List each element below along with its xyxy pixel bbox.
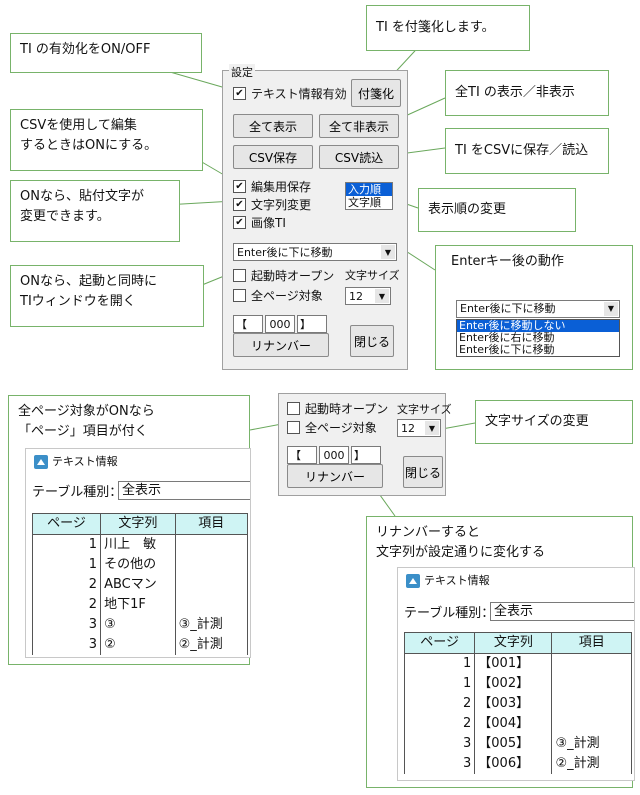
callout-enter-action: Enterキー後の動作 Enter後に下に移動 ▼ Enter後に移動しない E… <box>435 245 633 370</box>
renumber-button[interactable]: リナンバー <box>233 333 329 357</box>
callout-sort-change: 表示順の変更 <box>418 188 576 232</box>
hide-all-button[interactable]: 全て非表示 <box>319 114 399 138</box>
table-row[interactable]: 1【001】 <box>403 653 632 674</box>
enter-action-select[interactable]: Enter後に下に移動 ▼ <box>233 243 397 261</box>
chevron-down-icon: ▼ <box>381 245 395 259</box>
enter-option-no-move[interactable]: Enter後に移動しない <box>457 320 619 332</box>
sort-option-char-order[interactable]: 文字順 <box>348 196 381 209</box>
check-icon: ✔ <box>233 198 246 211</box>
col-header-item[interactable]: 項目 <box>174 513 249 535</box>
sort-option-input-order[interactable]: 入力順 <box>346 183 392 196</box>
table-row[interactable]: 3【006】②_計測 <box>403 754 632 774</box>
text-change-checkbox[interactable]: ✔文字列変更 <box>233 196 311 213</box>
table-kind-label: テーブル種別： <box>32 485 123 500</box>
col-header-text[interactable]: 文字列 <box>100 513 176 535</box>
chevron-down-icon: ▼ <box>375 289 389 303</box>
show-all-button[interactable]: 全て表示 <box>233 114 313 138</box>
startup-open-checkbox[interactable]: 起動時オープン <box>287 400 388 417</box>
close-button[interactable]: 閉じる <box>350 325 394 357</box>
callout-all-pages: 全ページ対象がONなら 「ページ」項目が付く テキスト情報 テーブル種別： 全表… <box>8 395 251 665</box>
text-info-enabled-checkbox[interactable]: ✔テキスト情報有効 <box>233 85 347 102</box>
settings-group-title: 設定 <box>229 64 255 80</box>
all-pages-checkbox[interactable]: 全ページ対象 <box>233 287 323 304</box>
suffix-field[interactable]: 】 <box>351 446 381 464</box>
callout-enable-ti: TI の有効化をON/OFF <box>10 33 202 73</box>
prefix-field[interactable]: 【 <box>287 446 317 464</box>
table-row[interactable]: 2【003】 <box>403 694 632 714</box>
table-row[interactable]: 3【005】③_計測 <box>403 734 632 754</box>
text-info-table-after: ページ 文字列 項目 1【001】 1【002】 2【003】 2【004】 3… <box>403 632 632 774</box>
close-button[interactable]: 閉じる <box>403 456 443 488</box>
settings-panel: 設定 ✔テキスト情報有効 付箋化 全て表示 全て非表示 CSV保存 CSV読込 … <box>222 64 408 370</box>
callout-text-change: ONなら、貼付文字が 変更できます。 <box>10 180 180 242</box>
callout-startup-open: ONなら、起動と同時に TIウィンドウを開く <box>10 265 204 327</box>
callout-sticky: TI を付箋化します。 <box>366 5 530 51</box>
suffix-field[interactable]: 】 <box>297 315 327 333</box>
checkbox-empty-icon <box>287 421 300 434</box>
col-header-text[interactable]: 文字列 <box>474 632 553 654</box>
font-size-label: 文字サイズ <box>345 269 400 282</box>
enter-option-move-down[interactable]: Enter後に下に移動 <box>459 343 555 356</box>
check-icon: ✔ <box>233 180 246 193</box>
image-ti-checkbox[interactable]: ✔画像TI <box>233 214 286 231</box>
col-header-item[interactable]: 項目 <box>551 632 632 654</box>
callout-csv-io: TI をCSVに保存／読込 <box>445 128 609 174</box>
table-kind-label: テーブル種別： <box>404 606 495 621</box>
checkbox-empty-icon <box>233 269 246 282</box>
checkbox-empty-icon <box>233 289 246 302</box>
checkbox-empty-icon <box>287 402 300 415</box>
check-icon: ✔ <box>233 216 246 229</box>
settings-panel-crop: 起動時オープン 全ページ対象 文字サイズ 12 ▼ 【 000 】 リナンバー … <box>278 393 452 496</box>
callout-font-size: 文字サイズの変更 <box>475 400 633 444</box>
app-icon <box>406 574 420 588</box>
sort-order-list[interactable]: 入力順 文字順 <box>345 182 393 210</box>
window-title: テキスト情報 <box>26 449 250 475</box>
all-pages-checkbox[interactable]: 全ページ対象 <box>287 419 377 436</box>
table-kind-field[interactable]: 全表示 <box>118 481 250 500</box>
text-info-window-after: テキスト情報 テーブル種別： 全表示 ページ 文字列 項目 1【001】 1【0… <box>397 567 635 781</box>
font-size-label: 文字サイズ <box>397 403 452 416</box>
col-header-page[interactable]: ページ <box>403 632 476 654</box>
app-icon <box>34 455 48 469</box>
sticky-button[interactable]: 付箋化 <box>351 79 401 107</box>
prefix-field[interactable]: 【 <box>233 315 263 333</box>
enter-option-move-right[interactable]: Enter後に右に移動 <box>459 331 555 344</box>
chevron-down-icon: ▼ <box>425 421 439 435</box>
edit-save-checkbox[interactable]: ✔編集用保存 <box>233 178 311 195</box>
table-row[interactable]: 2【004】 <box>403 714 632 734</box>
enter-action-options: Enter後に移動しない Enter後に右に移動 Enter後に下に移動 <box>456 319 620 357</box>
callout-renumber: リナンバーすると 文字列が設定通りに変化する テキスト情報 テーブル種別： 全表… <box>366 516 635 788</box>
font-size-select[interactable]: 12 ▼ <box>397 419 441 437</box>
window-title: テキスト情報 <box>398 568 634 594</box>
number-field[interactable]: 000 <box>265 315 295 333</box>
font-size-select[interactable]: 12 ▼ <box>345 287 391 305</box>
table-kind-field[interactable]: 全表示 <box>490 602 634 621</box>
enter-action-dropdown-demo[interactable]: Enter後に下に移動 ▼ <box>456 300 620 318</box>
callout-show-hide: 全TI の表示／非表示 <box>445 70 609 116</box>
chevron-down-icon: ▼ <box>604 302 618 316</box>
table-row[interactable]: 1【002】 <box>403 674 632 694</box>
check-icon: ✔ <box>233 87 246 100</box>
col-header-page[interactable]: ページ <box>31 513 102 535</box>
csv-load-button[interactable]: CSV読込 <box>319 145 399 169</box>
csv-save-button[interactable]: CSV保存 <box>233 145 313 169</box>
startup-open-checkbox[interactable]: 起動時オープン <box>233 267 334 284</box>
number-field[interactable]: 000 <box>319 446 349 464</box>
renumber-button[interactable]: リナンバー <box>287 464 383 488</box>
callout-csv-edit: CSVを使用して編集 するときはONにする。 <box>10 109 203 171</box>
